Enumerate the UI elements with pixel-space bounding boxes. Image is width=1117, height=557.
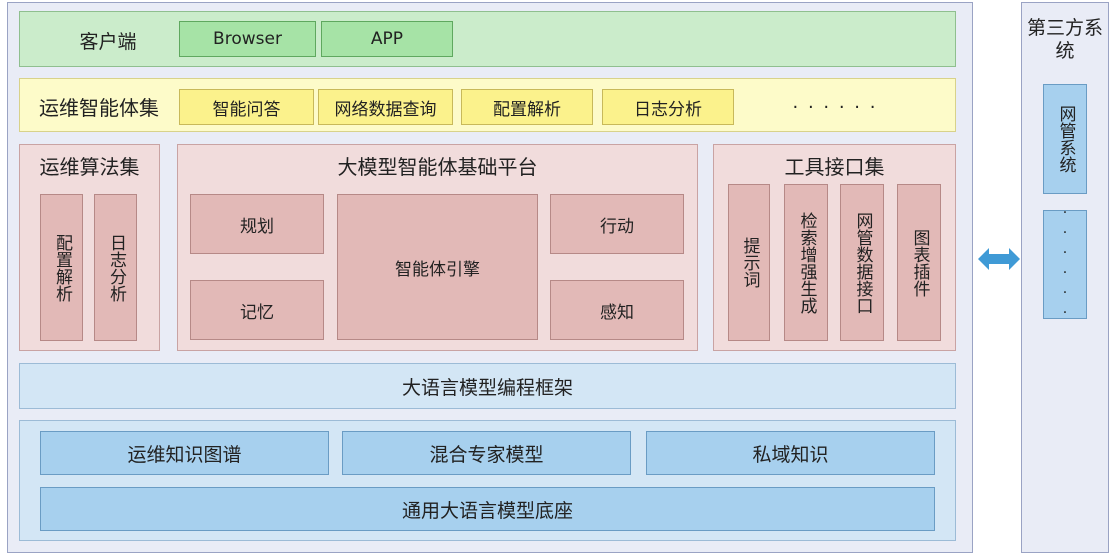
platform-agent-engine: 智能体引擎 [337,194,538,340]
client-item-browser: Browser [179,21,316,57]
agent-item-qa: 智能问答 [179,89,314,125]
third-party-more-ellipsis: ······ [1043,205,1087,325]
agent-more-ellipsis: · · · · · · [792,96,878,118]
base-foundation-model: 通用大语言模型底座 [40,487,935,531]
framework-layer: 大语言模型编程框架 [19,363,956,409]
tool-item-chart-plugin: 图表插件 [897,184,941,341]
agent-item-log-analysis: 日志分析 [602,89,734,125]
base-item-ops-knowledge-graph: 运维知识图谱 [40,431,329,475]
platform-action: 行动 [550,194,684,254]
agent-item-config-parse: 配置解析 [461,89,593,125]
platform-section-title: 大模型智能体基础平台 [337,154,538,179]
platform-perception: 感知 [550,280,684,340]
tool-item-network-data-api: 网管数据接口 [840,184,884,341]
algorithm-item-log-analysis: 日志分析 [94,194,137,341]
algorithm-item-config-parse: 配置解析 [40,194,83,341]
platform-planning: 规划 [190,194,324,254]
client-item-app: APP [321,21,453,57]
base-item-private-knowledge: 私域知识 [646,431,935,475]
agent-item-network-query: 网络数据查询 [318,89,453,125]
client-layer-label: 客户端 [79,30,137,53]
tools-section-title: 工具接口集 [784,154,885,179]
tool-item-rag: 检索增强生成 [784,184,828,341]
third-party-title: 第三方系统 [1026,17,1103,62]
tool-item-prompt: 提示词 [728,184,770,341]
base-item-moe-model: 混合专家模型 [342,431,631,475]
agent-layer-label: 运维智能体集 [39,95,159,120]
bidirectional-arrow-icon [978,248,1020,270]
third-party-item-network-mgmt: 网管系统 [1043,84,1087,194]
client-layer [19,11,956,67]
platform-memory: 记忆 [190,280,324,340]
algorithm-section-title: 运维算法集 [39,154,140,179]
